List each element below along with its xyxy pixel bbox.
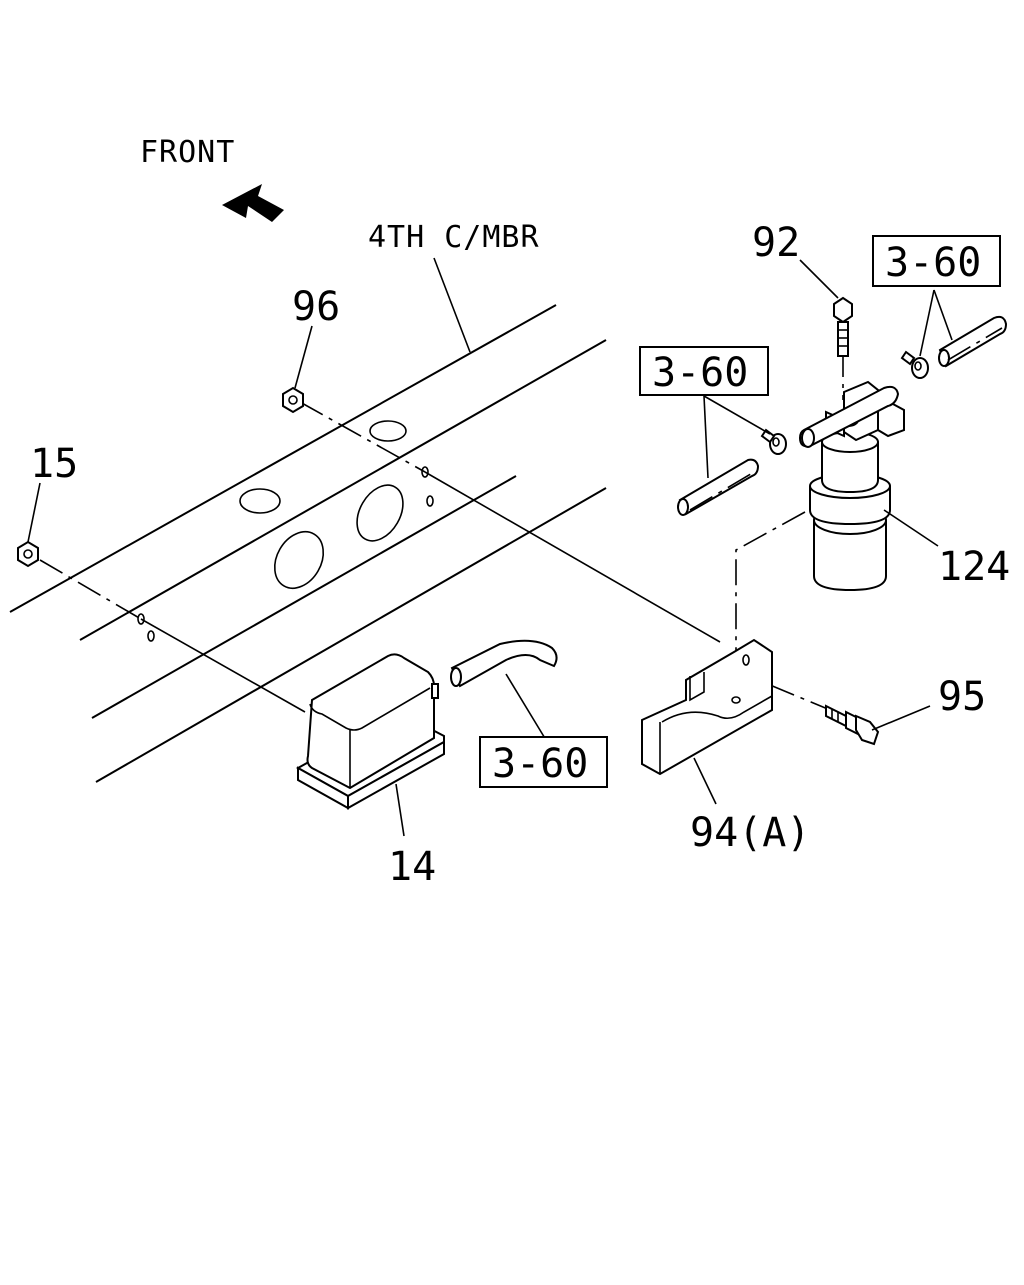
pipe-top-icon xyxy=(938,315,1008,368)
hose-icon xyxy=(450,639,558,688)
ref-box-top-right[interactable] xyxy=(872,235,1001,287)
callout-15: 15 xyxy=(30,441,78,487)
leader-95 xyxy=(871,705,931,731)
leader-92 xyxy=(799,259,839,299)
leader-14 xyxy=(395,783,405,837)
ref-box-bottom[interactable] xyxy=(479,736,608,788)
leader-124 xyxy=(883,509,939,547)
leader-top-a xyxy=(919,289,935,357)
leader-hose-ref xyxy=(505,673,547,741)
bolt-95-icon xyxy=(825,704,880,746)
callout-94a: 94(A) xyxy=(690,810,810,856)
ref-top-right-text: 3-60 xyxy=(885,240,981,286)
ref-bottom-text: 3-60 xyxy=(492,741,588,787)
leader-top-b xyxy=(933,289,953,341)
member-label: 4TH C/MBR xyxy=(368,220,540,255)
pipe-mid-icon xyxy=(677,458,760,516)
nut-96-icon xyxy=(282,386,304,414)
callout-92: 92 xyxy=(752,220,800,266)
leader-mid-b xyxy=(703,395,771,435)
callout-124: 124 xyxy=(938,544,1010,590)
bolt-92-icon xyxy=(833,296,853,357)
nut-15-icon xyxy=(17,540,39,568)
member-leader xyxy=(433,257,471,353)
ref-mid-text: 3-60 xyxy=(652,350,748,396)
front-label: FRONT xyxy=(140,135,235,170)
crossmember-frame xyxy=(9,304,607,783)
leader-15 xyxy=(27,482,41,543)
clip-top-icon xyxy=(900,350,929,379)
leader-mid-a xyxy=(703,395,709,479)
module-14-icon xyxy=(295,653,445,810)
ref-box-mid[interactable] xyxy=(639,346,769,396)
callout-95: 95 xyxy=(938,674,986,720)
front-arrow-icon xyxy=(222,184,284,222)
leader-94a xyxy=(693,757,717,805)
leader-96 xyxy=(294,325,313,389)
callout-96: 96 xyxy=(292,284,340,330)
clip-mid-icon xyxy=(760,428,787,455)
canister-124-icon xyxy=(798,380,905,592)
callout-14: 14 xyxy=(388,844,436,890)
bracket-94a-icon xyxy=(641,638,773,776)
